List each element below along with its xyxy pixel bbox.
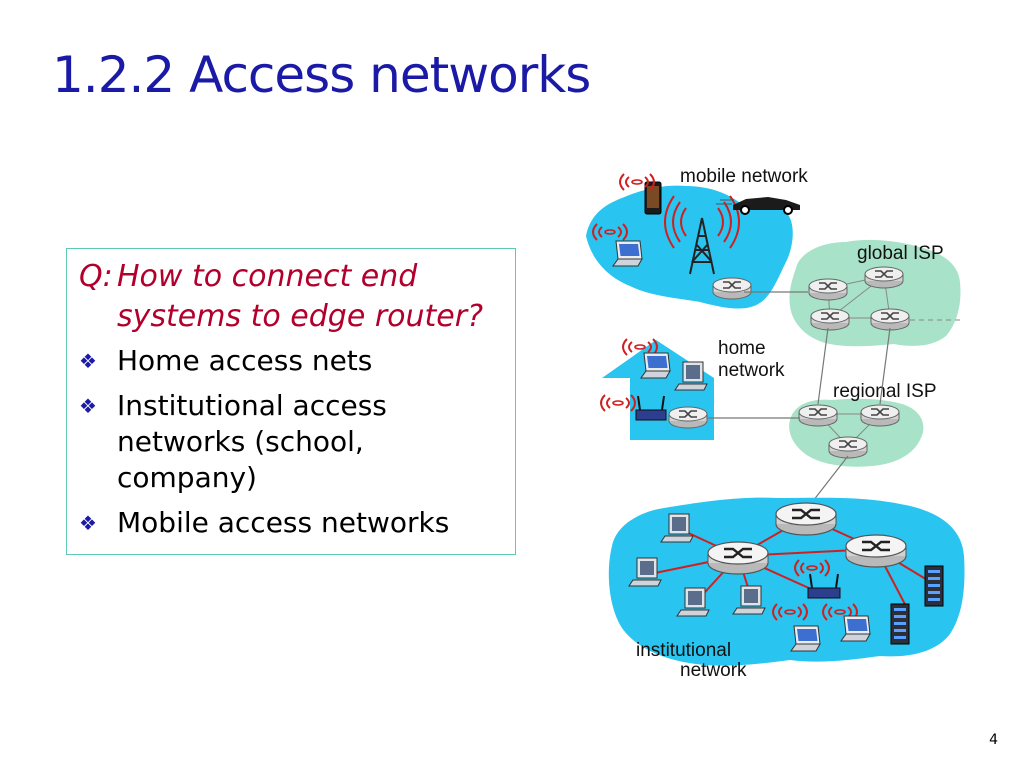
question-box: Q: How to connect end systems to edge ro… — [66, 248, 516, 555]
home-network-label-line-1: home — [718, 338, 766, 359]
slide-title: 1.2.2 Access networks — [52, 46, 591, 104]
laptop-icon — [790, 625, 821, 652]
bullet-item: ❖ Institutional access networks (school,… — [79, 388, 507, 496]
mobile-network-cloud — [586, 185, 793, 309]
wifi-access-point-icon — [807, 573, 841, 599]
bullet-icon: ❖ — [79, 349, 97, 373]
bullet-list: ❖ Home access nets ❖ Institutional acces… — [79, 343, 507, 550]
question-prefix: Q: — [79, 259, 113, 294]
bullet-icon: ❖ — [79, 394, 97, 418]
router-icon — [808, 278, 848, 301]
question: Q: How to connect end systems to edge ro… — [79, 257, 509, 337]
server-icon — [890, 603, 910, 645]
router-icon — [864, 266, 904, 289]
router-icon — [844, 533, 908, 569]
server-icon — [924, 565, 944, 607]
wireless-signal-icon — [600, 394, 636, 412]
page-number: 4 — [989, 732, 998, 748]
router-icon — [828, 436, 868, 459]
global-isp-label: global ISP — [857, 243, 944, 264]
institutional-network-label-line-2: network — [680, 660, 747, 681]
regional-isp-label: regional ISP — [833, 381, 937, 402]
router-icon — [798, 404, 838, 427]
router-icon — [712, 277, 752, 300]
wifi-access-point-icon — [635, 395, 667, 421]
router-icon — [870, 308, 910, 331]
institutional-network-label-line-1: institutional — [636, 640, 731, 661]
router-icon — [668, 406, 708, 429]
bullet-text: Mobile access networks — [117, 506, 450, 539]
laptop-icon — [612, 240, 643, 267]
mobile-network-label: mobile network — [680, 166, 808, 187]
bullet-item: ❖ Mobile access networks — [79, 505, 507, 541]
bullet-text: Home access nets — [117, 344, 373, 377]
bullet-icon: ❖ — [79, 511, 97, 535]
router-icon — [706, 540, 770, 576]
bullet-text: Institutional access networks (school, c… — [117, 389, 387, 494]
laptop-icon — [640, 352, 671, 379]
home-network-label-line-2: network — [718, 360, 785, 381]
bullet-item: ❖ Home access nets — [79, 343, 507, 379]
car-icon — [716, 197, 800, 215]
laptop-icon — [840, 615, 871, 642]
router-icon — [774, 501, 838, 537]
router-icon — [860, 404, 900, 427]
question-text: How to connect end systems to edge route… — [117, 259, 483, 334]
router-icon — [810, 308, 850, 331]
